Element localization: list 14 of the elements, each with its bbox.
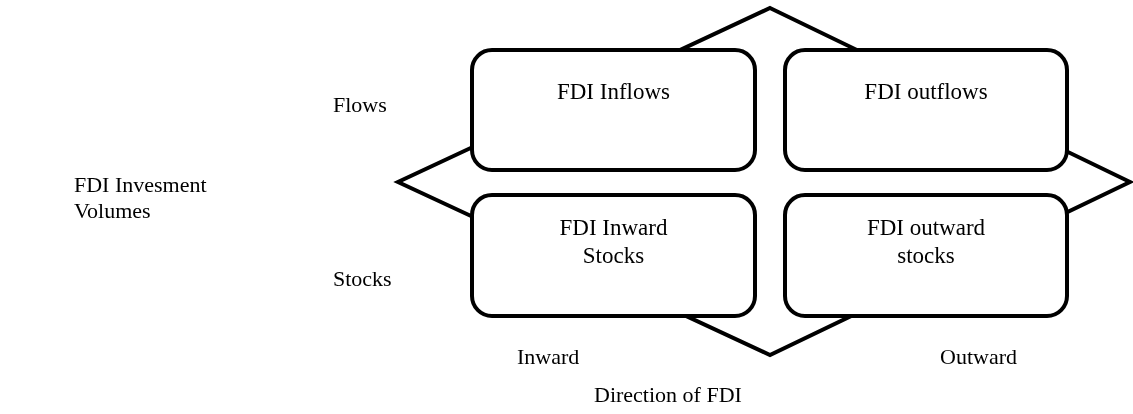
box-label: FDI outflows (864, 78, 988, 106)
rounded-box (470, 193, 757, 318)
box-label: FDI Inflows (556, 78, 671, 106)
axis-label: Flows (333, 92, 387, 119)
axis-label: FDI Invesment Volumes (74, 172, 208, 225)
rounded-box (470, 48, 757, 172)
axis-label: Outward (940, 344, 1017, 371)
rounded-box (783, 48, 1069, 172)
box-label: FDI outward stocks (865, 213, 987, 270)
rounded-box (783, 193, 1069, 318)
axis-label: Direction of FDI (594, 382, 742, 409)
axis-label: Inward (517, 344, 580, 371)
axis-label: Stocks (333, 266, 392, 293)
box-label: FDI Inward Stocks (558, 213, 669, 270)
